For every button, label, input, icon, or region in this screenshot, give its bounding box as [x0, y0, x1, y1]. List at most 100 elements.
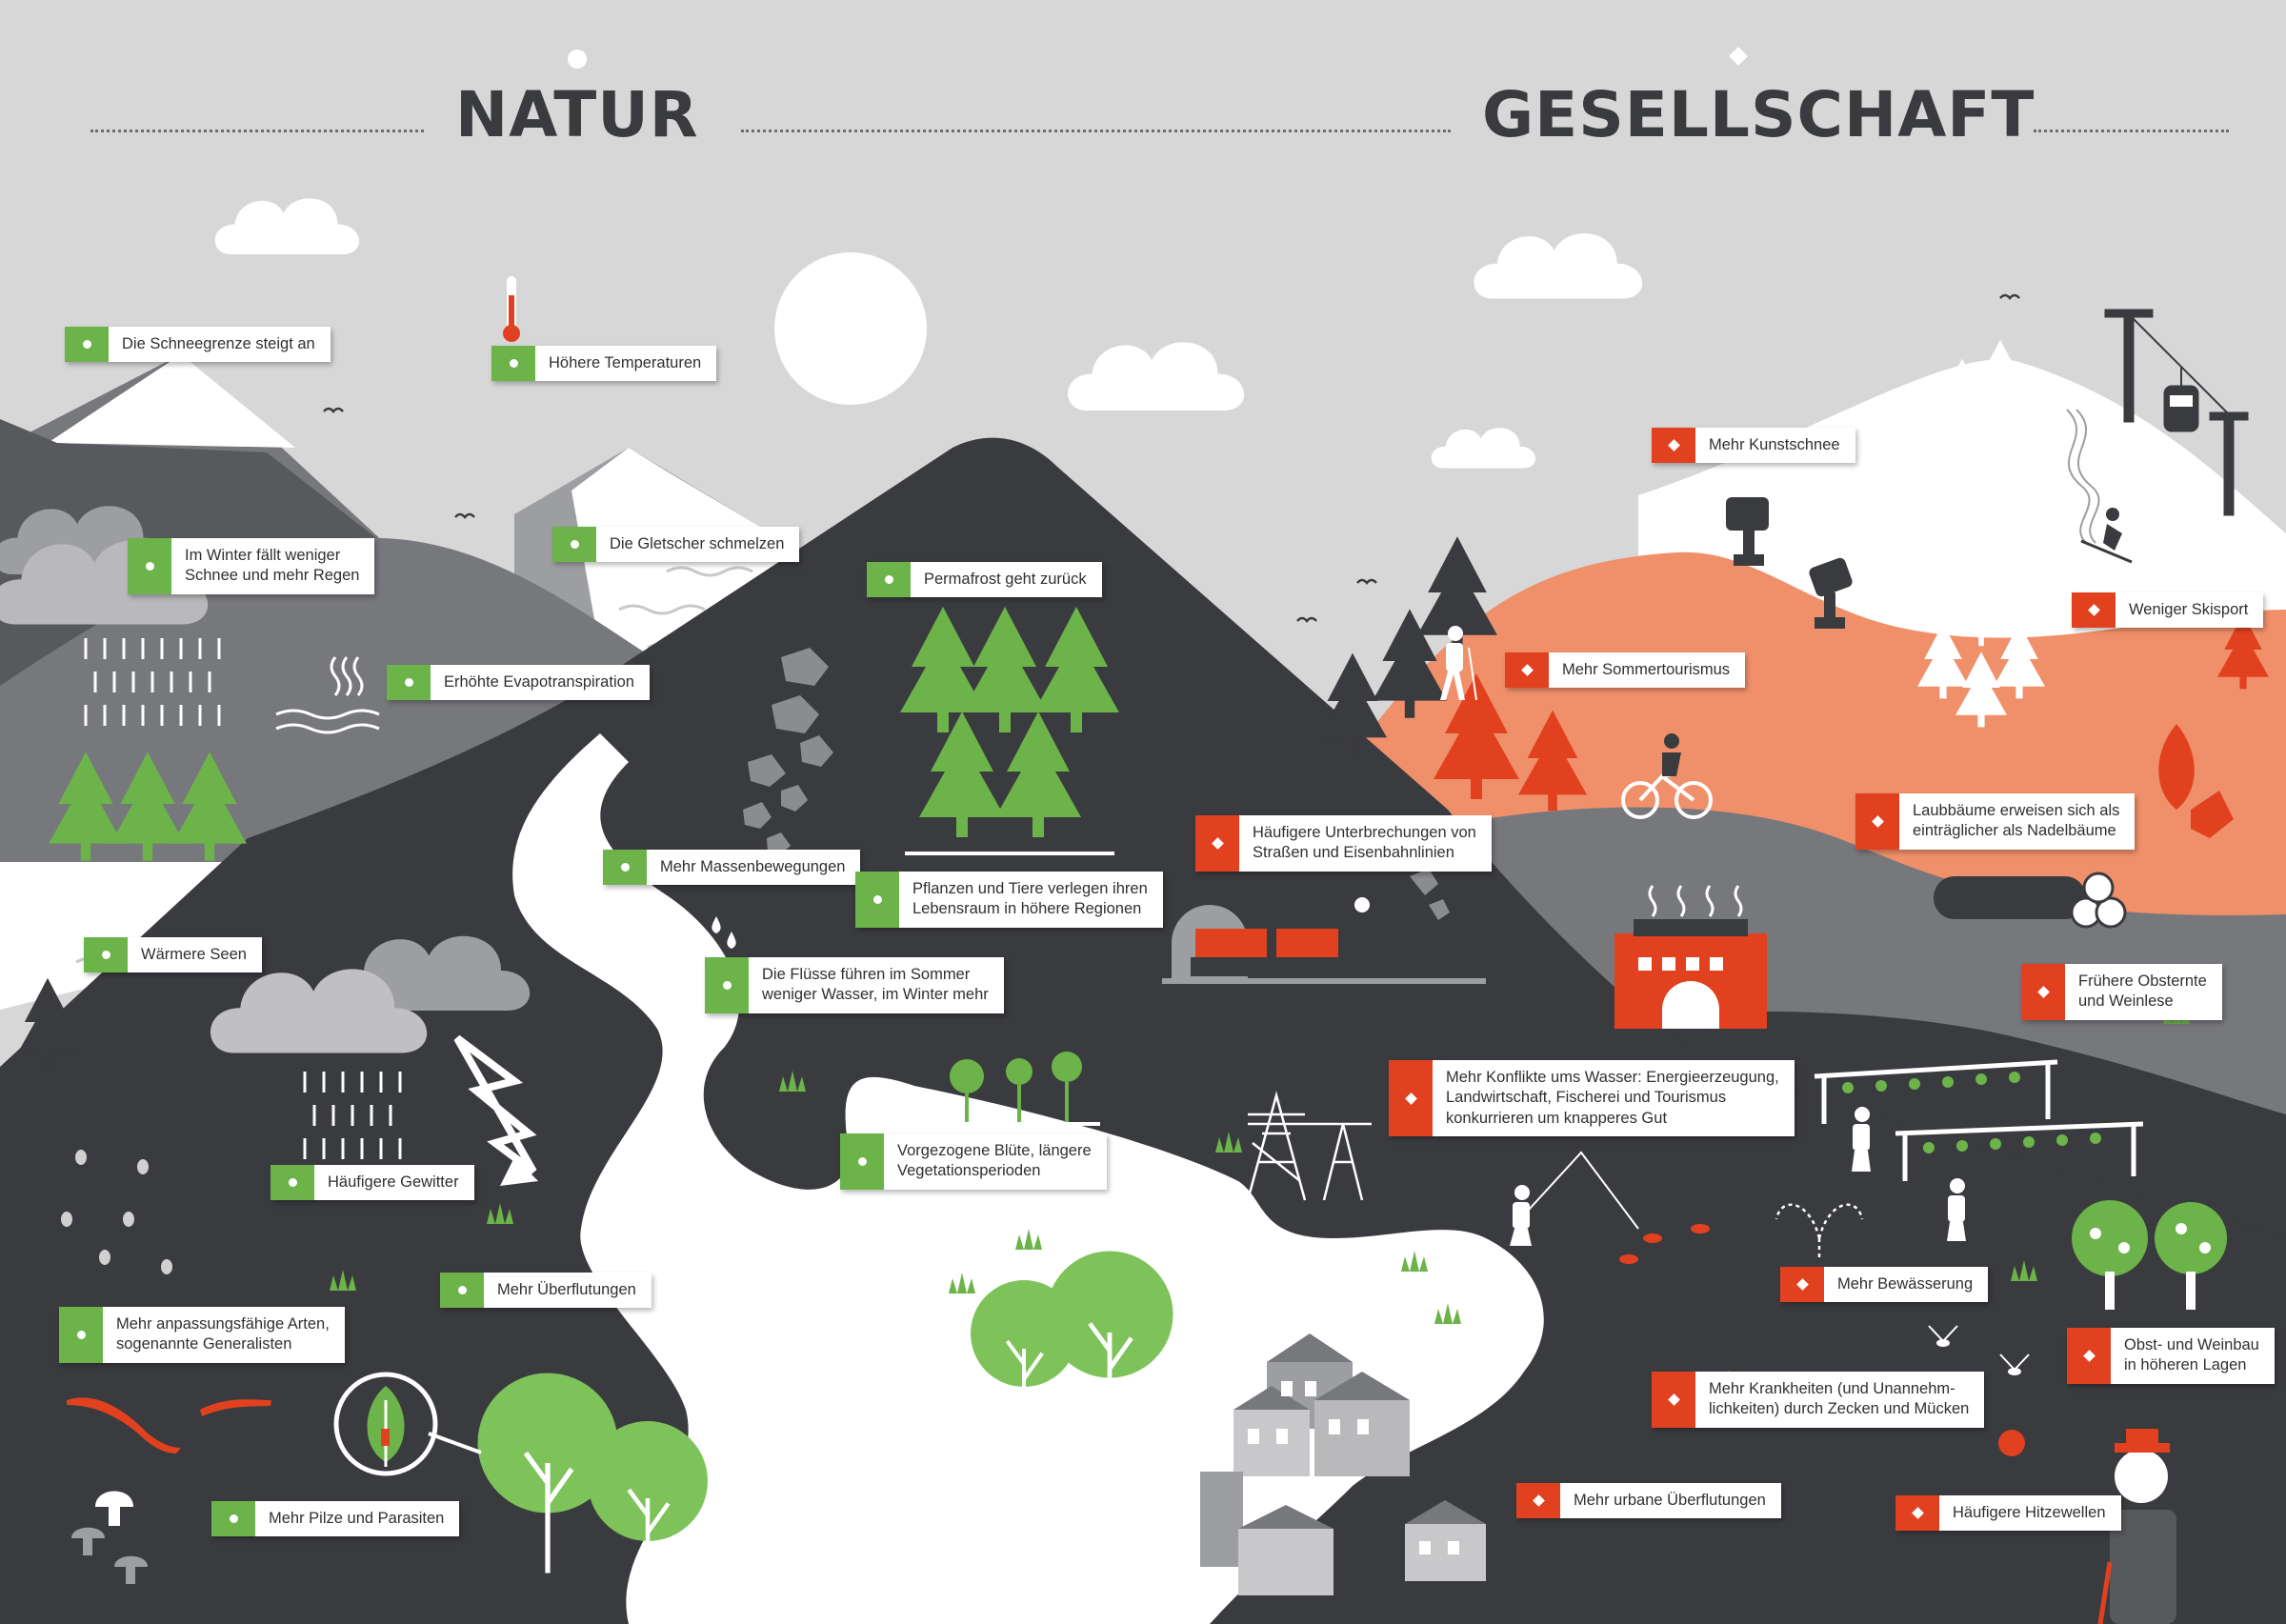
snow-spray-icon: [1780, 447, 1987, 577]
lightning-icon: [453, 1034, 538, 1186]
rock-icon: [743, 648, 1450, 920]
label-seen: Wärmere Seen: [84, 937, 262, 973]
cloud-icon: [214, 198, 1643, 469]
gesellschaft-diamond-icon: [2072, 592, 2116, 629]
heading-divider-middle: [741, 130, 1451, 132]
sprinkler-icon: [1775, 1203, 1864, 1257]
label-gewitter: Häufigere Gewitter: [271, 1165, 474, 1201]
cyclist-icon: [1621, 733, 1713, 819]
natur-dot-icon: [840, 1133, 884, 1190]
fruit-tree-icon: [2072, 1200, 2227, 1310]
gesellschaft-diamond-icon: [1195, 815, 1239, 872]
label-skisport: Weniger Skisport: [2072, 592, 2264, 629]
natur-dot-icon: [705, 957, 749, 1013]
old-man-icon: [2097, 1429, 2176, 1624]
natur-dot-icon: [440, 1273, 484, 1309]
water-drop-icon: [712, 916, 736, 949]
moon-dot-icon: [568, 50, 587, 69]
natur-dot-icon: [271, 1165, 314, 1201]
vineyard-icon: [1814, 1059, 2144, 1181]
fisherman-icon: [1510, 1151, 1639, 1246]
natur-dot-icon: [867, 562, 911, 598]
power-plant-icon: [1614, 885, 1767, 1029]
flower-icon: [938, 1052, 1100, 1126]
natur-dot-icon: [65, 327, 109, 363]
mushroom-icon: [71, 1491, 148, 1584]
mountain-main-dark: [0, 437, 2286, 1624]
label-gletscher: Die Gletscher schmelzen: [552, 527, 800, 563]
farmer-icon: [1852, 1107, 1966, 1241]
heading-natur: NATUR: [455, 78, 699, 151]
gesellschaft-diamond-icon: [1652, 428, 1695, 464]
hiker-icon: [1440, 626, 1477, 701]
label-kunstschnee: Mehr Kunstschnee: [1652, 428, 1855, 464]
natur-dot-icon: [552, 527, 596, 563]
natur-dot-icon: [855, 872, 899, 928]
natur-dot-icon: [128, 538, 171, 594]
mosquito-icon: [1928, 1325, 2030, 1375]
rain-cloud-icon: [0, 506, 221, 726]
logs-icon: [1934, 872, 2127, 929]
label-permafrost: Permafrost geht zurück: [867, 562, 1102, 598]
gesellschaft-diamond-icon: [1516, 1483, 1560, 1519]
gesellschaft-diamond-icon: [1505, 652, 1549, 689]
label-konflikte: Mehr Konflikte ums Wasser: Energieerzeug…: [1389, 1060, 1795, 1137]
sun-icon: [774, 252, 927, 405]
label-obsternte: Frühere Obsternte und Weinlese: [2021, 964, 2222, 1020]
label-pilze: Mehr Pilze und Parasiten: [211, 1501, 460, 1537]
natur-dot-icon: [59, 1307, 103, 1363]
label-massenbewegungen: Mehr Massenbewegungen: [603, 850, 861, 886]
heading-divider-right: [2034, 130, 2229, 132]
diamond-icon: [1729, 47, 1748, 66]
fish-icon: [1619, 1224, 1710, 1264]
house-icon: [1200, 1333, 1486, 1595]
gesellschaft-diamond-icon: [1895, 1495, 1939, 1532]
gesellschaft-diamond-icon: [1652, 1372, 1695, 1428]
label-bluete: Vorgezogene Blüte, längere Vegetationspe…: [840, 1133, 1107, 1190]
skier-icon: [2080, 508, 2133, 564]
magnifier-leaf-icon: [333, 1372, 482, 1476]
label-winter-regen: Im Winter fällt weniger Schnee und mehr …: [128, 538, 375, 594]
label-bewaesserung: Mehr Bewässerung: [1780, 1267, 1989, 1303]
natur-dot-icon: [84, 937, 128, 973]
label-temperaturen: Höhere Temperaturen: [491, 346, 717, 382]
label-generalisten: Mehr anpassungsfähige Arten, sogenannte …: [59, 1307, 345, 1363]
power-pylon-icon: [1246, 1091, 1372, 1201]
ski-track-icon: [2066, 409, 2100, 544]
label-obstbau: Obst- und Weinbau in höheren Lagen: [2067, 1328, 2275, 1384]
label-fluesse: Die Flüsse führen im Sommer weniger Wass…: [705, 957, 1004, 1013]
lake-temperature-symbol: C°: [98, 901, 126, 930]
gesellschaft-diamond-icon: [1855, 793, 1899, 850]
evaporation-icon: [275, 656, 380, 734]
gesellschaft-diamond-icon: [1389, 1060, 1433, 1137]
natur-dot-icon: [211, 1501, 255, 1537]
heading-divider-left: [90, 130, 424, 132]
seeds-icon: [61, 1150, 172, 1274]
natur-dot-icon: [387, 665, 431, 701]
gesellschaft-diamond-icon: [2067, 1328, 2111, 1384]
snow-cannon-icon: [1726, 497, 1853, 629]
tick-icon: [1998, 1430, 2025, 1456]
leaf-icon: [2158, 724, 2234, 838]
gesellschaft-diamond-icon: [2021, 964, 2065, 1020]
rain-cloud-icon: [210, 935, 531, 1159]
label-laubbaeume: Laubbäume erweisen sich als einträgliche…: [1855, 793, 2136, 850]
train-icon: [1162, 897, 1486, 984]
thermometer-icon: [503, 276, 520, 342]
label-krankheiten: Mehr Krankheiten (und Unannehm- lichkeit…: [1652, 1372, 1985, 1428]
grapes-icon: [1842, 1072, 2101, 1153]
natur-dot-icon: [491, 346, 535, 382]
gesellschaft-diamond-icon: [1780, 1267, 1824, 1303]
label-urbane-ueberflutungen: Mehr urbane Überflutungen: [1516, 1483, 1781, 1519]
label-evapotranspiration: Erhöhte Evapotranspiration: [387, 665, 650, 701]
label-sommertourismus: Mehr Sommertourismus: [1505, 652, 1746, 689]
label-ueberflutungen: Mehr Überflutungen: [440, 1273, 652, 1309]
cable-car-icon: [2104, 309, 2249, 516]
label-schneegrenze: Die Schneegrenze steigt an: [65, 327, 331, 363]
lizard-icon: [67, 1397, 271, 1454]
label-lebensraum: Pflanzen und Tiere verlegen ihren Lebens…: [855, 872, 1163, 928]
label-hitzewellen: Häufigere Hitzewellen: [1895, 1495, 2121, 1532]
heading-gesellschaft: GESELLSCHAFT: [1482, 78, 2035, 151]
label-unterbrechungen: Häufigere Unterbrechungen von Straßen un…: [1195, 815, 1492, 872]
mountain-snow-left: [48, 354, 295, 448]
